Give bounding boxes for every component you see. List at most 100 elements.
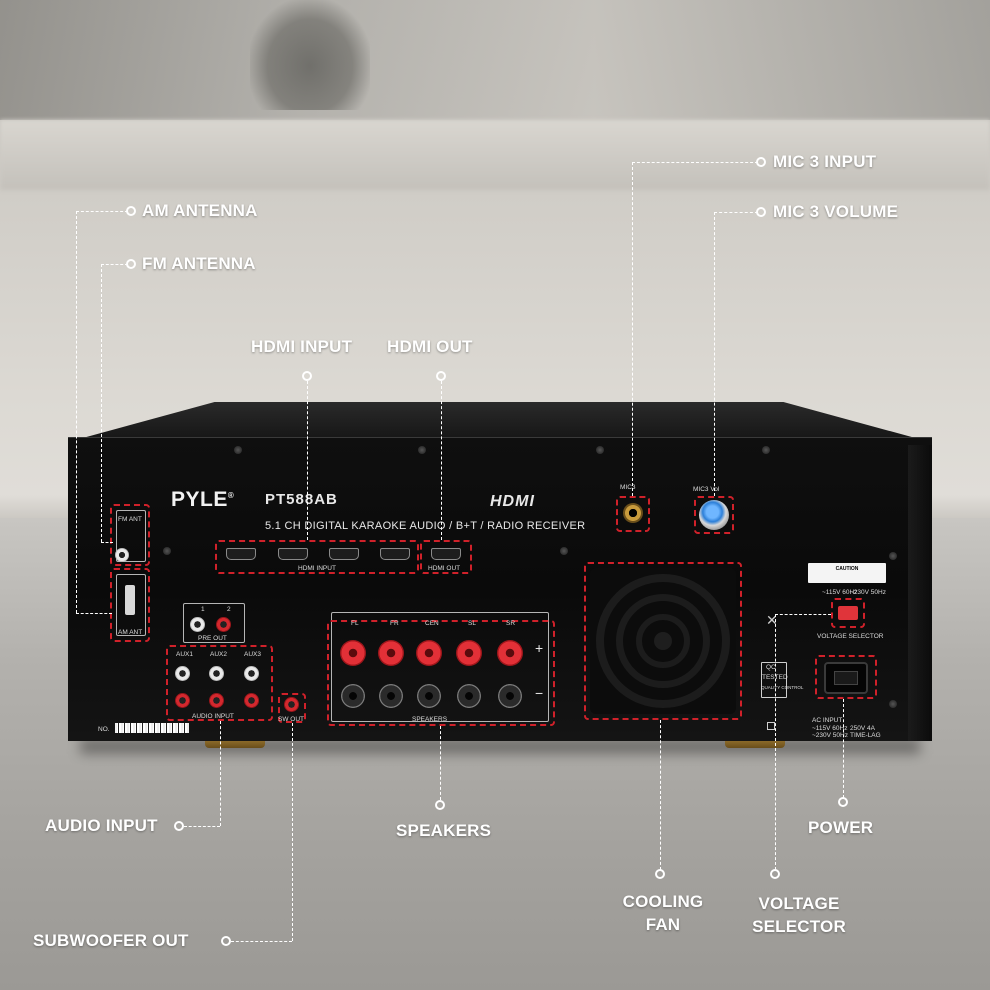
voltage-selector-panel-label: VOLTAGE SELECTOR: [817, 633, 884, 640]
am-antenna-leader: [76, 211, 77, 613]
power-dot: [838, 797, 848, 807]
weee-icon: ✕: [766, 612, 778, 628]
model-description: 5.1 CH DIGITAL KARAOKE AUDIO / B+T / RAD…: [265, 520, 586, 532]
fm-antenna-callout: FM ANTENNA: [142, 254, 256, 273]
device-top-cover: [68, 402, 930, 442]
sl-label: SL: [468, 620, 476, 627]
voltage-selector-highlight: [831, 598, 865, 628]
voltage-selector-leader: [775, 614, 831, 615]
qc-label: QC: [766, 664, 776, 671]
mic3-volume-leader: [714, 212, 758, 213]
voltage-selector-dot: [770, 869, 780, 879]
ac-115-label: ~115V 60Hz: [812, 725, 848, 732]
cooling-fan-highlight: [584, 562, 742, 720]
subwoofer-out-leader: [231, 941, 292, 942]
hdmi-input-port-3: [329, 548, 359, 560]
aux1-label: AUX1: [176, 651, 193, 658]
fm-antenna-leader: [101, 264, 102, 542]
hdmi-input-port-2: [278, 548, 308, 560]
caution-label: CAUTION: [808, 563, 886, 583]
mic3-volume-callout: MIC 3 VOLUME: [773, 202, 899, 221]
speaker-fr-negative: [379, 684, 403, 708]
hdmi-out-panel-label: HDMI OUT: [428, 565, 461, 572]
tested-label: TESTED: [762, 674, 788, 681]
model-number: PT588AB: [265, 491, 338, 508]
audio-input-leader: [184, 826, 220, 827]
speaker-sr-negative: [498, 684, 522, 708]
sw-out-label: SW OUT: [278, 716, 304, 723]
fm-antenna-leader: [101, 264, 128, 265]
audio-input-callout: AUDIO INPUT: [45, 816, 158, 835]
serial-no-label: NO.: [98, 726, 110, 733]
speaker-fl-negative: [341, 684, 365, 708]
pre-out-2-label: 2: [227, 606, 231, 613]
fr-label: FR: [390, 620, 399, 627]
subwoofer-out-jack: [284, 697, 299, 712]
mic3-volume-highlight: [694, 496, 734, 534]
device-foot: [205, 738, 265, 748]
voltage-selector-callout-line1: VOLTAGE: [758, 894, 840, 913]
hdmi-out-highlight: [420, 540, 472, 574]
audio-input-leader: [220, 721, 221, 826]
mic3-input-dot: [756, 157, 766, 167]
screw: [560, 547, 568, 555]
fan-ring-middle: [616, 594, 710, 688]
am-antenna-callout: AM ANTENNA: [142, 201, 258, 220]
mic3-vol-panel-label: MIC3 Vol: [693, 486, 720, 493]
hdmi-input-panel-label: HDMI INPUT: [298, 565, 336, 572]
power-socket-pins: [834, 671, 858, 685]
subwoofer-out-leader: [292, 723, 293, 941]
fan-ring-outer: [596, 574, 730, 708]
speakers-leader: [440, 726, 441, 800]
audio-input-panel-label: AUDIO INPUT: [192, 713, 234, 720]
hdmi-out-callout: HDMI OUT: [387, 337, 473, 356]
speakers-highlight: [327, 620, 555, 726]
fm-antenna-dot: [126, 259, 136, 269]
ac-input-label: AC INPUT: [812, 717, 843, 724]
hdmi-input-leader: [307, 381, 308, 540]
voltage-selector-callout-line2: SELECTOR: [752, 917, 846, 936]
device-shadow: [80, 738, 920, 754]
am-antenna-terminal: [125, 585, 135, 615]
fm-antenna-highlight: [110, 504, 150, 566]
speaker-fl-positive: [340, 640, 366, 666]
fm-antenna-connector: [115, 548, 129, 562]
aux2-label: AUX2: [210, 651, 227, 658]
speaker-fr-positive: [378, 640, 404, 666]
mic3-input-highlight: [616, 496, 650, 532]
screw: [234, 446, 242, 454]
fm-antenna-panel: [116, 510, 146, 562]
hdmi-input-port-4: [380, 548, 410, 560]
pre-out-1-label: 1: [201, 606, 205, 613]
screw: [596, 446, 604, 454]
speakers-panel: [331, 612, 549, 722]
speaker-cen-positive: [416, 640, 442, 666]
caution-text: CAUTION: [835, 566, 859, 572]
class-ii-icon: [767, 722, 775, 730]
fuse-label: 250V 4A TIME-LAG: [850, 725, 881, 739]
voltage-selector-callout: VOLTAGE SELECTOR: [748, 892, 850, 938]
device-foot: [725, 738, 785, 748]
hdmi-input-callout: HDMI INPUT: [251, 337, 353, 356]
cen-label: CEN: [425, 620, 439, 627]
cooling-fan-leader: [660, 720, 661, 870]
sr-label: SR: [506, 620, 516, 627]
background-shelf: [0, 120, 990, 190]
background-blur: [0, 0, 990, 120]
cooling-fan-callout-line2: FAN: [645, 915, 681, 934]
power-leader: [843, 699, 844, 798]
qc-sticker: [761, 662, 787, 698]
fan-hub: [654, 632, 672, 650]
pre-out-jack-1: [190, 617, 205, 632]
pre-out-label: PRE OUT: [198, 635, 227, 642]
aux1-right-jack: [175, 693, 190, 708]
aux2-right-jack: [209, 693, 224, 708]
fan-ring-inner: [636, 614, 690, 668]
device-side: [908, 445, 932, 741]
hdmi-input-dot: [302, 371, 312, 381]
speaker-cen-negative: [417, 684, 441, 708]
am-ant-label: AM ANT: [118, 629, 143, 636]
audio-input-highlight: [166, 645, 273, 721]
cooling-fan-dot: [655, 869, 665, 879]
